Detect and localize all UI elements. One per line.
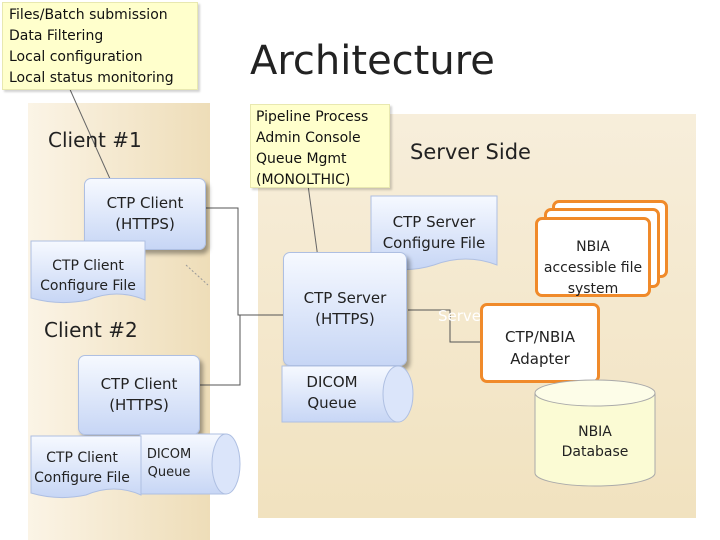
server-watermark-text: Server	[438, 307, 488, 325]
client2-ctp-client-box: CTP Client (HTTPS)	[78, 355, 200, 435]
server-watermark-label: Server	[438, 306, 487, 325]
client1-config-file-shape	[30, 240, 146, 304]
nbia-fs-card-front: NBIA accessible file system	[535, 217, 651, 297]
client2-heading: Client #2	[44, 318, 138, 342]
client2-dicom-queue-shape	[139, 433, 241, 495]
nbia-database-label: NBIA Database	[561, 424, 629, 460]
server-config-file-label: CTP Server Configure File	[382, 213, 486, 252]
client2-dicom-queue-label: DICOM Queue	[146, 447, 192, 480]
server-dicom-queue-shape	[281, 365, 414, 423]
server-side-heading: Server Side	[410, 140, 531, 164]
client-responsibilities-note: Files/Batch submission Data Filtering Lo…	[2, 2, 198, 90]
client2-config-file-label: CTP Client Configure File	[34, 450, 130, 486]
ctp-server-box: CTP Server (HTTPS)	[283, 252, 407, 366]
client1-to-server-line	[205, 207, 283, 316]
server-to-adapter-line	[408, 309, 480, 343]
dotted-guide-line	[185, 264, 209, 286]
server-note-pointer	[307, 184, 319, 259]
nbia-database-shape	[534, 379, 656, 487]
page-title: Architecture	[250, 38, 495, 84]
client2-config-file-shape	[30, 435, 142, 499]
client-note-pointer	[67, 84, 116, 191]
client1-config-file-label: CTP Client Configure File	[40, 258, 136, 294]
client1-ctp-client-box: CTP Client (HTTPS)	[84, 178, 206, 250]
ctp-nbia-adapter-box: CTP/NBIA Adapter	[480, 303, 600, 383]
client2-to-server-line	[200, 315, 241, 386]
server-responsibilities-note: Pipeline Process Admin Console Queue Mgm…	[250, 104, 390, 188]
client1-heading: Client #1	[48, 128, 142, 152]
server-dicom-queue-label: DICOM Queue	[306, 373, 358, 412]
